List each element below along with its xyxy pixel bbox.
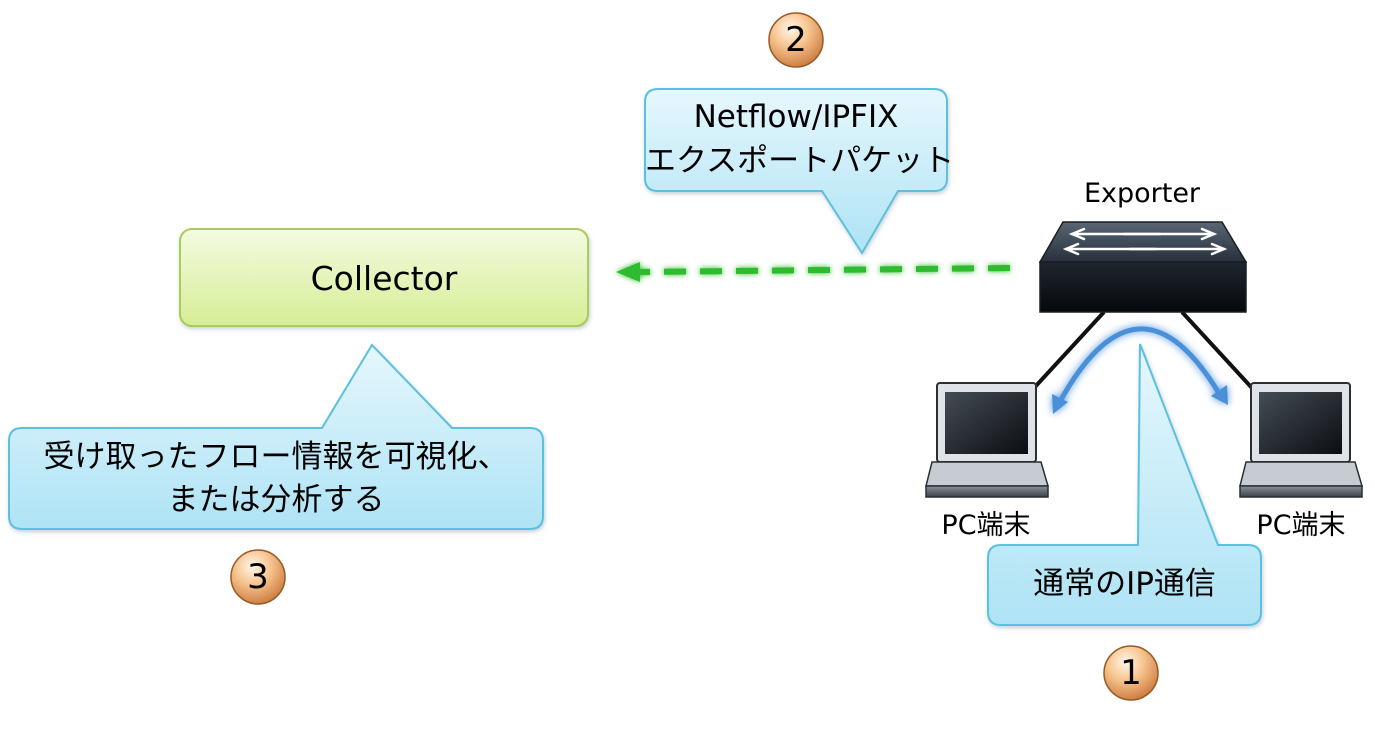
- step-badge-2-circle: [768, 12, 824, 68]
- step-badge-1-circle: [1103, 645, 1159, 701]
- pc-left-label: PC端末: [941, 510, 1031, 541]
- visualize-callout-line2: または分析する: [167, 482, 385, 518]
- laptop-icon: [1239, 382, 1363, 498]
- step-badge-3: 3: [247, 557, 269, 597]
- network-switch-icon: [1038, 221, 1248, 313]
- normal-ip-callout-label: 通常のIP通信: [1033, 566, 1216, 602]
- visualize-callout: [8, 343, 544, 530]
- visualize-callout-line1: 受け取ったフロー情報を可視化、: [43, 439, 509, 475]
- export-flow-arrow: [616, 262, 1011, 282]
- export-packet-callout-line1: Netflow/IPFIX: [693, 99, 899, 135]
- collector-label: Collector: [310, 259, 458, 298]
- cable-left: [1032, 310, 1106, 390]
- step-badge-3-circle: [230, 549, 286, 605]
- step-badge-2: 2: [785, 20, 807, 60]
- cable-right: [1180, 310, 1254, 390]
- exporter-label: Exporter: [1083, 178, 1201, 209]
- laptop-icon: [925, 382, 1049, 498]
- pc-right-label: PC端末: [1256, 510, 1346, 541]
- collector-box: [179, 228, 589, 327]
- normal-ip-callout: [987, 343, 1262, 626]
- export-packet-callout-line2: エクスポートパケット: [645, 143, 955, 179]
- step-badge-1: 1: [1120, 653, 1142, 693]
- normal-ip-flow-arrow: [1052, 326, 1228, 414]
- export-packet-callout: [644, 88, 948, 255]
